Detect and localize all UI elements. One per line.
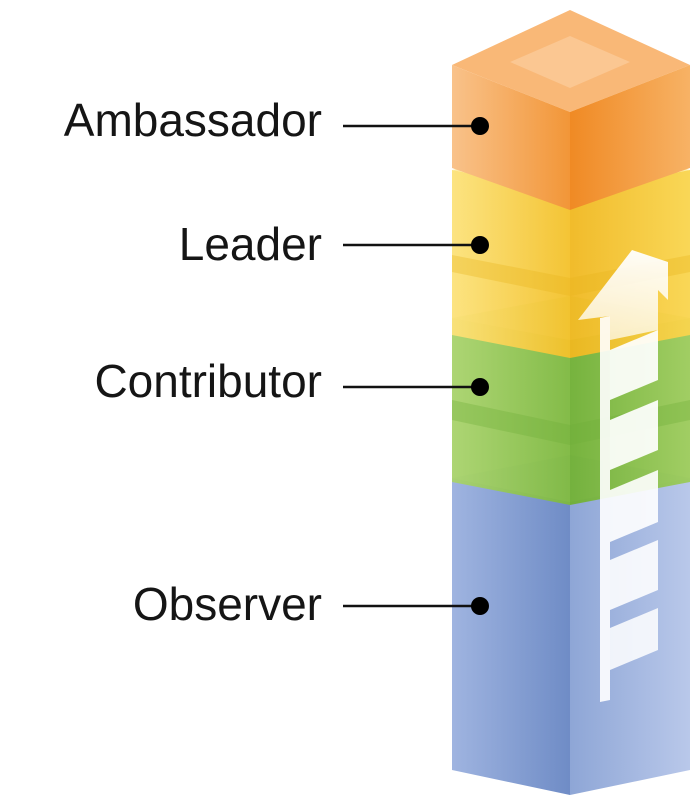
contributor-block-left-face <box>452 318 570 505</box>
ladder-rung <box>610 540 658 610</box>
connector-dot <box>471 236 489 254</box>
leader-block-left-face <box>452 170 570 358</box>
ladder-rung <box>610 400 658 470</box>
up-arrow-icon <box>578 250 668 702</box>
ambassador-block-right-face <box>570 65 690 210</box>
connector-leader <box>343 236 489 254</box>
arrow-shaft-left <box>600 316 610 702</box>
ambassador-block <box>452 10 690 210</box>
connector-dot <box>471 117 489 135</box>
level-label-ambassador: Ambassador <box>63 94 322 146</box>
connector-dot <box>471 378 489 396</box>
connector-observer <box>343 597 489 615</box>
ladder-rung <box>610 330 658 400</box>
ambassador-block-left-face <box>452 65 570 210</box>
connector-ambassador <box>343 117 489 135</box>
ladder-rung <box>610 470 658 542</box>
level-label-contributor: Contributor <box>94 355 322 407</box>
connector-contributor <box>343 378 489 396</box>
observer-block-left-face <box>452 478 570 795</box>
level-label-leader: Leader <box>178 218 322 270</box>
ladder-rung <box>610 608 658 670</box>
ambassador-block-top-highlight <box>510 36 630 88</box>
connector-dot <box>471 597 489 615</box>
arrow-head <box>578 250 668 340</box>
level-label-observer: Observer <box>132 578 322 630</box>
